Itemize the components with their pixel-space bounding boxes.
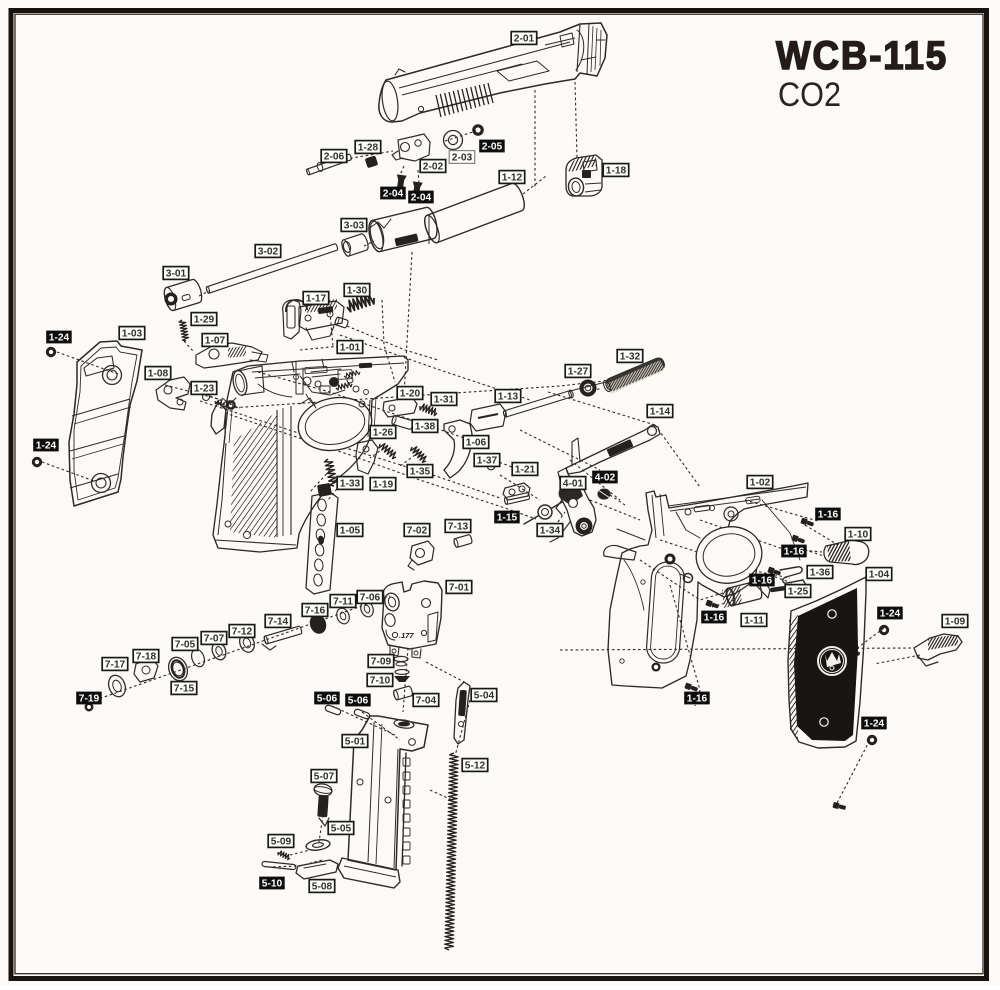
svg-text:1-32: 1-32 (620, 351, 641, 362)
svg-text:7-12: 7-12 (232, 626, 253, 637)
svg-text:7-07: 7-07 (204, 633, 225, 644)
svg-text:7-02: 7-02 (407, 525, 428, 536)
svg-text:2-02: 2-02 (423, 161, 444, 172)
svg-text:4-01: 4-01 (563, 478, 584, 489)
svg-text:5-04: 5-04 (474, 690, 495, 701)
svg-text:3-02: 3-02 (258, 246, 279, 257)
svg-text:1-04: 1-04 (869, 569, 890, 580)
svg-text:1-03: 1-03 (122, 328, 143, 339)
svg-text:1-24: 1-24 (36, 440, 57, 451)
svg-text:1-02: 1-02 (750, 477, 771, 488)
svg-text:1-06: 1-06 (466, 437, 487, 448)
svg-text:5-12: 5-12 (465, 760, 486, 771)
svg-text:.177: .177 (399, 631, 414, 640)
svg-text:1-19: 1-19 (373, 479, 394, 490)
svg-text:1-30: 1-30 (347, 285, 368, 296)
svg-text:1-05: 1-05 (340, 525, 361, 536)
svg-text:1-16: 1-16 (687, 693, 708, 704)
svg-text:2-04: 2-04 (383, 188, 404, 199)
svg-text:1-24: 1-24 (49, 332, 70, 343)
svg-text:1-24: 1-24 (880, 608, 901, 619)
svg-text:1-16: 1-16 (784, 546, 805, 557)
svg-text:1-38: 1-38 (415, 421, 436, 432)
svg-text:7-11: 7-11 (333, 596, 353, 607)
svg-text:5-05: 5-05 (331, 823, 352, 834)
svg-text:2-01: 2-01 (514, 33, 535, 44)
svg-text:7-18: 7-18 (136, 651, 157, 662)
svg-text:1-26: 1-26 (373, 427, 394, 438)
svg-text:7-14: 7-14 (268, 616, 289, 627)
svg-text:1-07: 1-07 (205, 335, 226, 346)
svg-text:7-05: 7-05 (175, 639, 196, 650)
svg-text:1-23: 1-23 (194, 383, 215, 394)
svg-text:3-01: 3-01 (166, 268, 187, 279)
svg-text:7-04: 7-04 (416, 695, 437, 706)
svg-text:7-15: 7-15 (174, 683, 195, 694)
svg-text:5-07: 5-07 (314, 771, 335, 782)
svg-text:1-18: 1-18 (606, 165, 627, 176)
svg-text:1-37: 1-37 (477, 455, 498, 466)
svg-text:WCB-115: WCB-115 (776, 34, 948, 78)
svg-text:1-29: 1-29 (194, 314, 215, 325)
svg-text:1-34: 1-34 (540, 525, 561, 536)
svg-text:1-28: 1-28 (358, 142, 379, 153)
svg-text:1-16: 1-16 (752, 575, 773, 586)
svg-text:1-25: 1-25 (788, 586, 809, 597)
svg-text:5-06: 5-06 (348, 695, 369, 706)
svg-text:1-17: 1-17 (306, 293, 327, 304)
svg-text:1-01: 1-01 (340, 342, 361, 353)
svg-text:1-11: 1-11 (744, 615, 764, 626)
svg-text:1-15: 1-15 (497, 512, 518, 523)
svg-text:1-10: 1-10 (848, 529, 869, 540)
svg-text:1-16: 1-16 (818, 509, 839, 520)
svg-text:1-14: 1-14 (650, 406, 671, 417)
svg-text:7-17: 7-17 (105, 659, 126, 670)
svg-text:7-13: 7-13 (448, 521, 469, 532)
svg-text:2-03: 2-03 (452, 152, 473, 163)
svg-text:1-21: 1-21 (515, 464, 536, 475)
svg-text:5-01: 5-01 (345, 736, 366, 747)
svg-text:1-16: 1-16 (704, 612, 725, 623)
svg-text:7-01: 7-01 (449, 582, 470, 593)
svg-text:4-02: 4-02 (595, 472, 616, 483)
svg-text:7-09: 7-09 (371, 656, 392, 667)
svg-text:1-20: 1-20 (400, 388, 421, 399)
svg-text:CO2: CO2 (778, 76, 841, 114)
svg-text:2-06: 2-06 (324, 151, 345, 162)
svg-text:1-27: 1-27 (568, 366, 589, 377)
svg-text:1-31: 1-31 (434, 394, 455, 405)
svg-text:1-35: 1-35 (410, 466, 431, 477)
svg-text:1-08: 1-08 (148, 368, 169, 379)
svg-text:2-04: 2-04 (411, 192, 432, 203)
svg-text:7-16: 7-16 (305, 605, 326, 616)
svg-text:1-09: 1-09 (945, 616, 966, 627)
svg-text:1-12: 1-12 (502, 172, 523, 183)
svg-text:3-03: 3-03 (344, 220, 365, 231)
svg-text:1-13: 1-13 (498, 391, 519, 402)
svg-text:1-24: 1-24 (864, 718, 885, 729)
svg-text:7-10: 7-10 (370, 675, 391, 686)
svg-text:7-06: 7-06 (360, 592, 381, 603)
svg-text:5-06: 5-06 (317, 693, 338, 704)
svg-text:5-08: 5-08 (312, 881, 333, 892)
svg-text:7-19: 7-19 (79, 693, 100, 704)
svg-text:2-05: 2-05 (482, 141, 503, 152)
svg-text:1-36: 1-36 (810, 567, 831, 578)
svg-text:5-10: 5-10 (262, 878, 283, 889)
svg-text:1-33: 1-33 (340, 478, 361, 489)
svg-text:5-09: 5-09 (271, 836, 292, 847)
